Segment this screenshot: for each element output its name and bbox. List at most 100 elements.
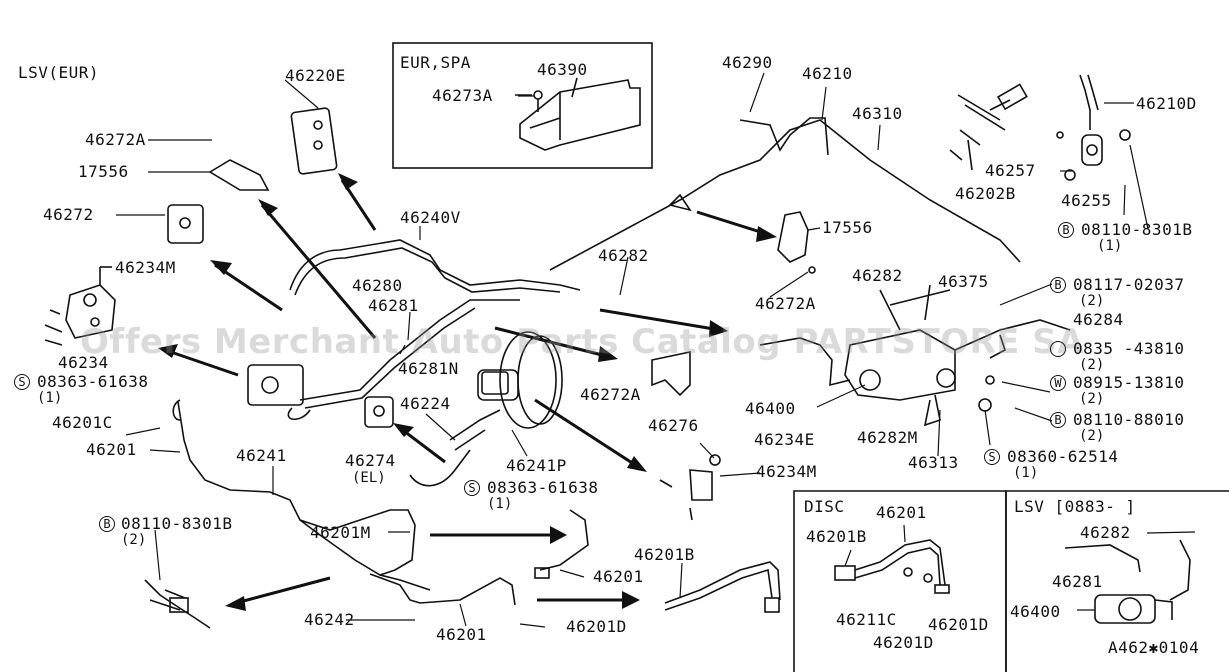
screw-symbol: S — [464, 480, 480, 496]
part-46284[interactable]: 46284 — [1073, 310, 1124, 329]
part-46375[interactable]: 46375 — [938, 272, 989, 291]
bolt-symbol: B — [1050, 277, 1066, 293]
part-46282[interactable]: 46282 — [598, 246, 649, 265]
part-46241[interactable]: 46241 — [236, 446, 287, 465]
part-46224[interactable]: 46224 — [400, 394, 451, 413]
part-08110-8301B[interactable]: 08110-8301B — [1081, 220, 1193, 239]
part-46201[interactable]: 46201 — [876, 503, 927, 522]
46272-drawing — [167, 204, 204, 244]
part-46400[interactable]: 46400 — [745, 399, 796, 418]
inset-disc-title: DISC — [804, 497, 845, 516]
part-46202B[interactable]: 46202B — [955, 184, 1016, 203]
inset-eur-title: EUR,SPA — [400, 53, 471, 72]
part-46281N[interactable]: 46281N — [398, 359, 459, 378]
part-46257[interactable]: 46257 — [985, 161, 1036, 180]
part-46272A[interactable]: 46272A — [580, 385, 641, 404]
part-46280[interactable]: 46280 — [352, 276, 403, 295]
master-cylinder — [477, 369, 519, 401]
part-qty: (2) — [121, 532, 147, 548]
part-46201M[interactable]: 46201M — [310, 523, 371, 542]
part-46211C[interactable]: 46211C — [836, 610, 897, 629]
inset-disc-frame — [793, 490, 1006, 672]
part-qty: (1) — [37, 390, 63, 406]
part-qty: (2) — [1079, 391, 1105, 407]
part-46282[interactable]: 46282 — [852, 266, 903, 285]
leader-lines — [116, 72, 1196, 628]
part-note-el: (EL) — [352, 470, 386, 486]
part-46201B[interactable]: 46201B — [634, 545, 695, 564]
brake-booster — [499, 331, 557, 429]
part-17556[interactable]: 17556 — [78, 162, 129, 181]
part-46234[interactable]: 46234 — [58, 353, 109, 372]
screw-symbol: S — [14, 374, 30, 390]
inset-eur-frame — [392, 42, 653, 169]
part-0835-43810[interactable]: 0835 -43810 — [1073, 339, 1185, 358]
part-46234M[interactable]: 46234M — [115, 258, 176, 277]
part-46255[interactable]: 46255 — [1061, 191, 1112, 210]
46220E-drawing — [290, 107, 338, 175]
part-46201[interactable]: 46201 — [86, 440, 137, 459]
bolt-symbol: B — [99, 516, 115, 532]
part-08360-62514[interactable]: 08360-62514 — [1007, 447, 1119, 466]
part-46201D[interactable]: 46201D — [873, 633, 934, 652]
diagram-title: LSV(EUR) — [18, 63, 100, 82]
part-46273A[interactable]: 46273A — [432, 86, 493, 105]
part-46201[interactable]: 46201 — [436, 625, 487, 644]
part-08110-88010[interactable]: 08110-88010 — [1073, 410, 1185, 429]
bolt-symbol: B — [1050, 412, 1066, 428]
part-46281[interactable]: 46281 — [1052, 572, 1103, 591]
part-46201D[interactable]: 46201D — [566, 617, 627, 636]
part-46290[interactable]: 46290 — [722, 53, 773, 72]
eur-guard-plate — [519, 79, 641, 151]
part-46272[interactable]: 46272 — [43, 205, 94, 224]
part-46220E[interactable]: 46220E — [285, 66, 346, 85]
part-46272A[interactable]: 46272A — [85, 130, 146, 149]
part-46210D[interactable]: 46210D — [1136, 94, 1197, 113]
46274-drawing — [364, 396, 394, 428]
part-46276[interactable]: 46276 — [648, 416, 699, 435]
screw-symbol: S — [984, 449, 1000, 465]
part-46240V[interactable]: 46240V — [400, 208, 461, 227]
washer-symbol — [1050, 341, 1066, 357]
part-46234M[interactable]: 46234M — [756, 462, 817, 481]
part-46310[interactable]: 46310 — [852, 104, 903, 123]
bolt-symbol: B — [1058, 222, 1074, 238]
part-46390[interactable]: 46390 — [537, 60, 588, 79]
part-08363-61638[interactable]: 08363-61638 — [37, 372, 149, 391]
3-way-connector — [247, 364, 304, 406]
figure-code: A462✱0104 — [1108, 638, 1200, 657]
part-46313[interactable]: 46313 — [908, 453, 959, 472]
part-17556[interactable]: 17556 — [822, 218, 873, 237]
part-46282[interactable]: 46282 — [1080, 523, 1131, 542]
part-46274[interactable]: 46274 — [345, 451, 396, 470]
part-46241P[interactable]: 46241P — [506, 456, 567, 475]
part-46281[interactable]: 46281 — [368, 296, 419, 315]
part-08915-13810[interactable]: 08915-13810 — [1073, 373, 1185, 392]
part-46201[interactable]: 46201 — [593, 567, 644, 586]
inset-lsv-title: LSV [0883- ] — [1014, 497, 1136, 516]
washer-symbol: W — [1050, 375, 1066, 391]
part-46210[interactable]: 46210 — [802, 64, 853, 83]
arrows — [164, 179, 771, 606]
part-46201C[interactable]: 46201C — [52, 413, 113, 432]
part-46282M[interactable]: 46282M — [857, 428, 918, 447]
part-46201B[interactable]: 46201B — [806, 527, 867, 546]
part-08110-8301B[interactable]: 08110-8301B — [121, 514, 233, 533]
watermark: Offers Merchant Auto Parts Catalog PARTS… — [80, 322, 1085, 362]
part-qty: (2) — [1079, 357, 1105, 373]
part-qty: (1) — [1097, 238, 1123, 254]
proportioning-valve — [844, 329, 956, 401]
17556-bracket-drawing — [208, 159, 270, 191]
part-08363-61638[interactable]: 08363-61638 — [487, 478, 599, 497]
part-qty: (1) — [487, 496, 513, 512]
part-qty: (2) — [1079, 293, 1105, 309]
part-qty: (2) — [1079, 428, 1105, 444]
part-qty: (1) — [1013, 465, 1039, 481]
part-46400[interactable]: 46400 — [1010, 602, 1061, 621]
part-46234E[interactable]: 46234E — [754, 430, 815, 449]
part-46272A[interactable]: 46272A — [755, 294, 816, 313]
part-08117-02037[interactable]: 08117-02037 — [1073, 275, 1185, 294]
part-46242[interactable]: 46242 — [304, 610, 355, 629]
part-46201D[interactable]: 46201D — [928, 615, 989, 634]
